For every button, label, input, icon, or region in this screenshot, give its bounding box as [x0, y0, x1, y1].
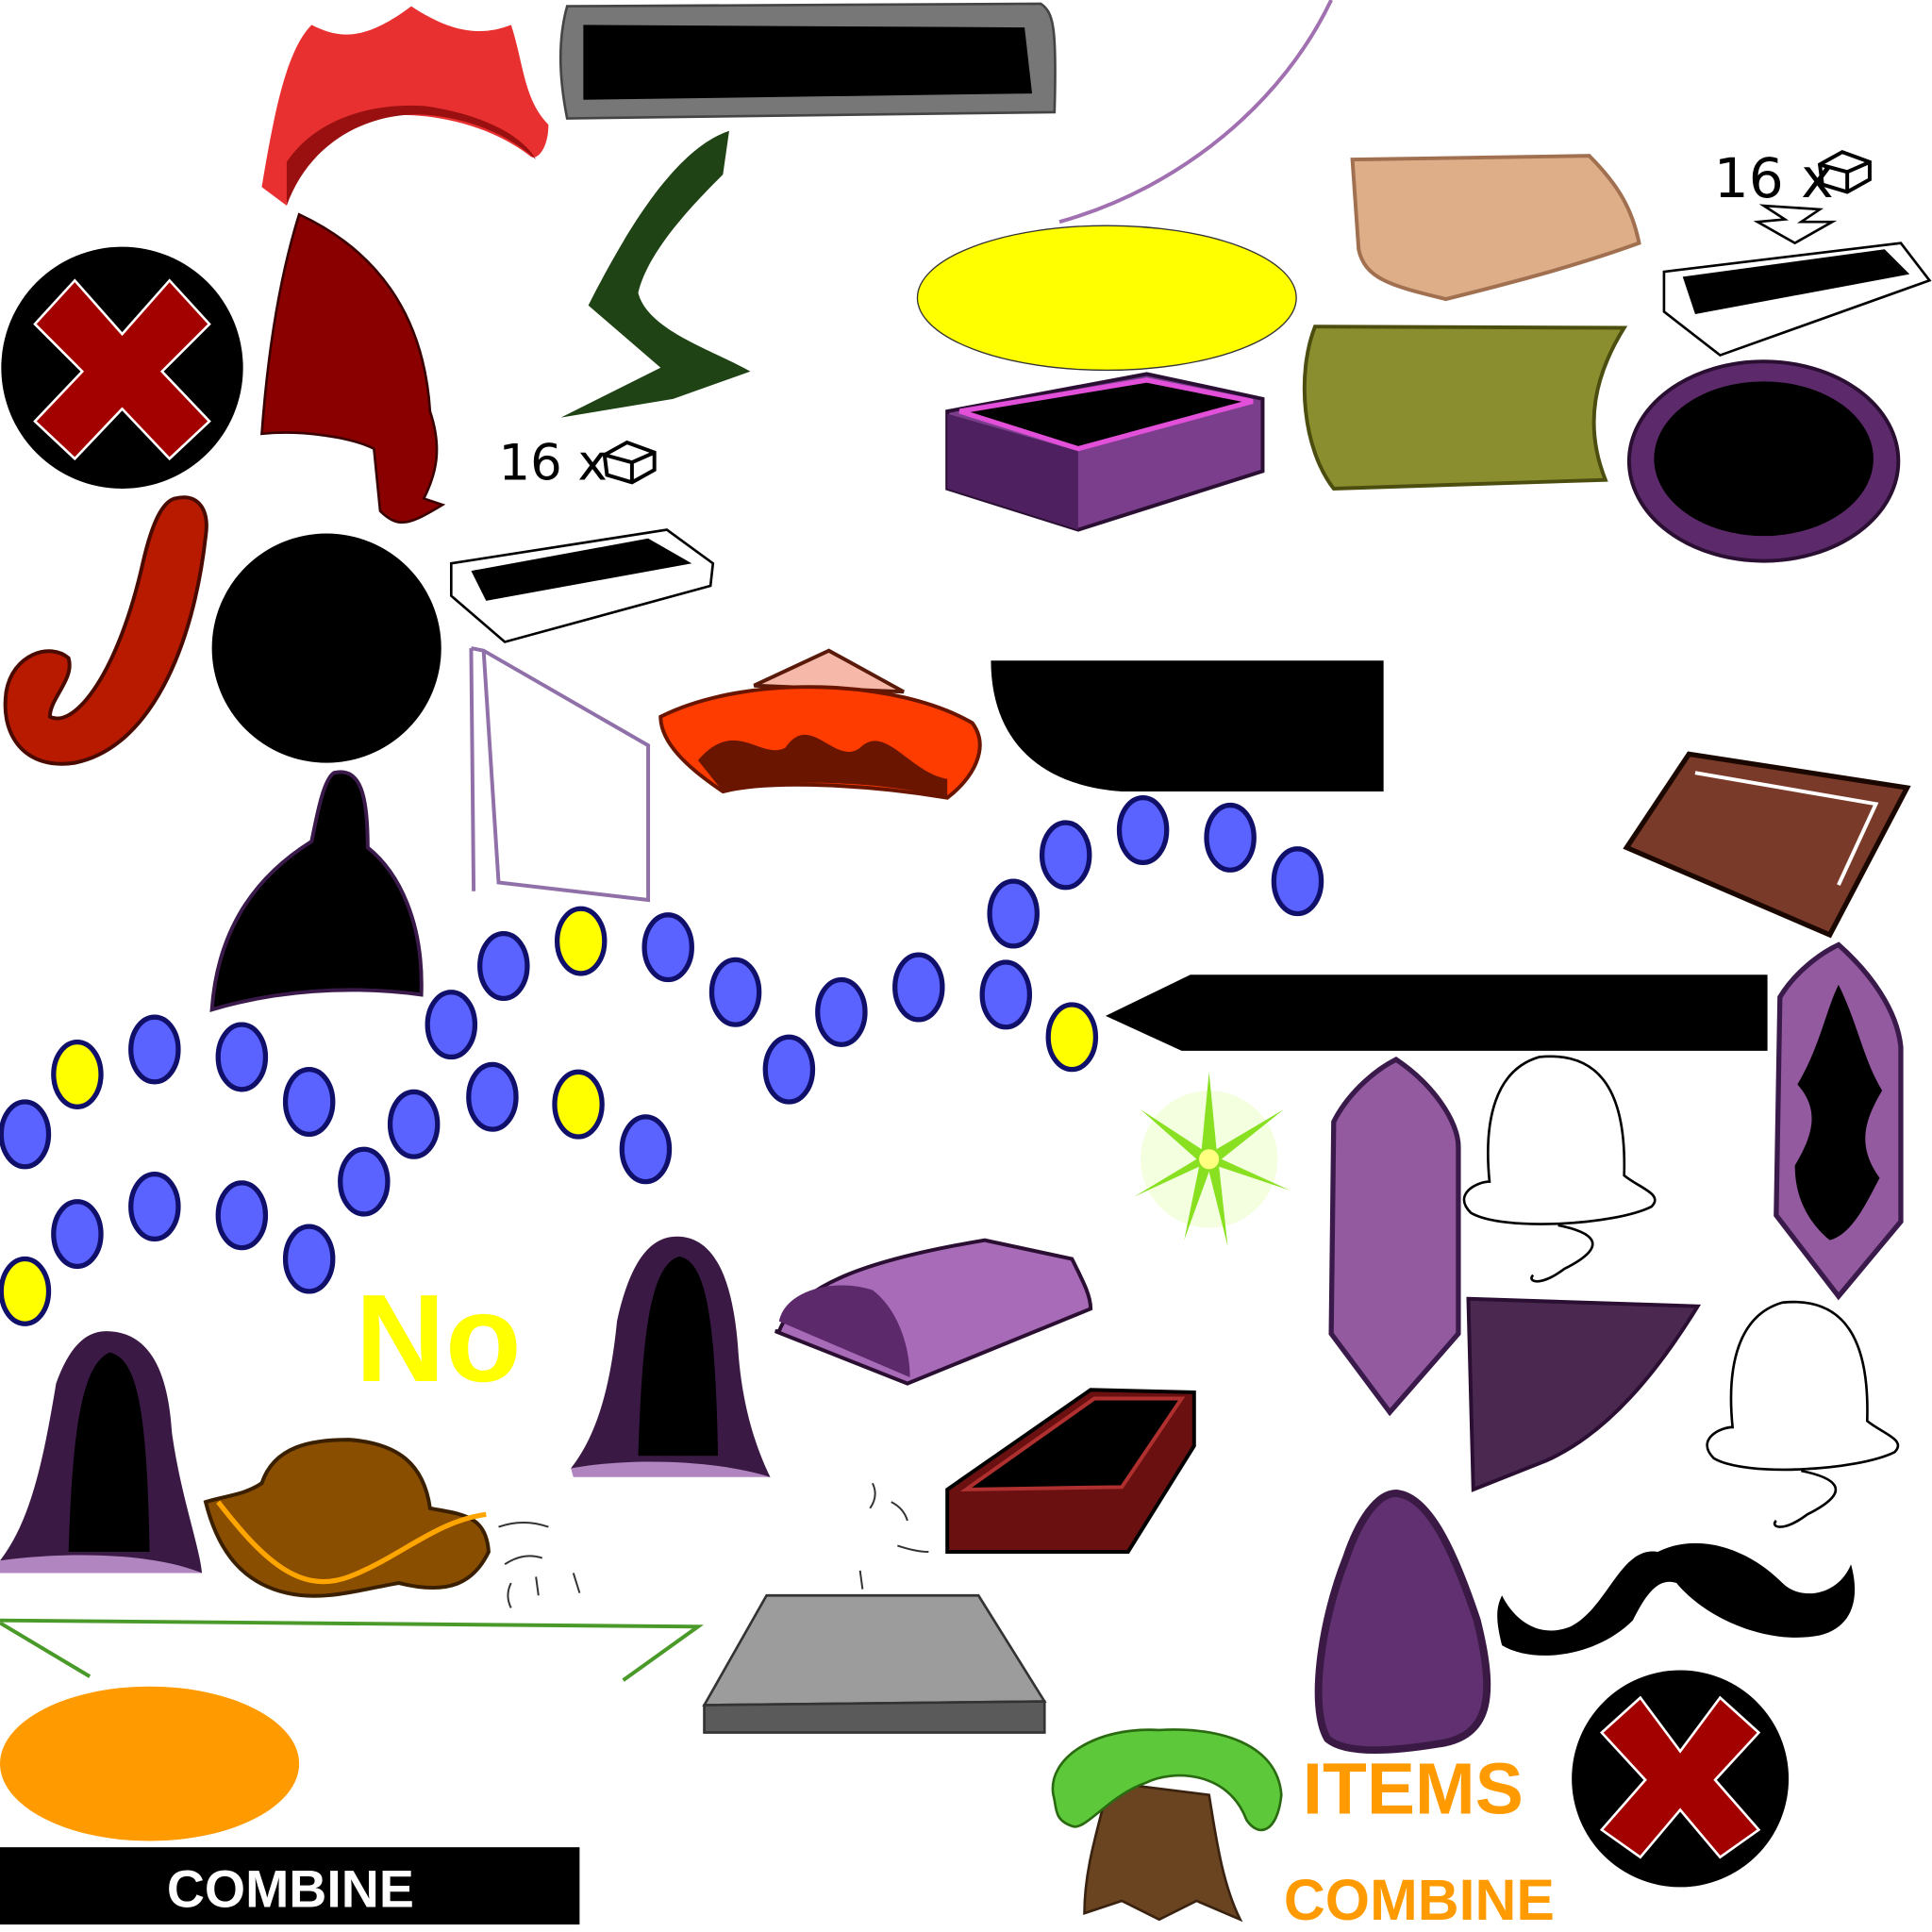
green-line-sprite [0, 1618, 705, 1682]
count-label-top: 16 x [1714, 146, 1834, 210]
green-squiggle-sprite [560, 130, 751, 418]
mustache-icon [1497, 1542, 1856, 1656]
tan-scroll-sprite [1350, 154, 1641, 302]
blue-dot [641, 912, 694, 983]
combine-bar-label: COMBINE [167, 1860, 414, 1919]
purple-pillow-sprite [774, 1238, 1093, 1386]
tree-icon [1051, 1728, 1283, 1923]
bowler-hat-icon [1462, 1055, 1657, 1283]
sparkle-icon [1134, 1072, 1291, 1247]
blue-dot [128, 1014, 181, 1085]
blue-dot [215, 1180, 269, 1251]
motion-lines [498, 1482, 929, 1608]
purple-outline-frame [469, 646, 651, 903]
close-x-icon [1, 246, 243, 489]
blue-dot [815, 976, 868, 1047]
orange-ellipse-sprite [0, 1686, 300, 1841]
blue-dot [979, 959, 1033, 1030]
black-hood-sprite [209, 770, 424, 1012]
yellow-dot [554, 906, 608, 976]
dark-red-box-sprite [945, 1388, 1196, 1554]
blue-dot [387, 1089, 441, 1159]
blue-dot [0, 1099, 52, 1170]
blue-dot [466, 1061, 519, 1132]
black-circle-sprite [211, 533, 441, 763]
blue-dot [425, 990, 478, 1060]
blue-dot [1271, 846, 1324, 917]
bowler-hat-icon [1706, 1300, 1900, 1528]
blue-dot [282, 1224, 336, 1294]
blue-dot [477, 931, 530, 1001]
blue-dot [51, 1199, 104, 1270]
blue-dot [282, 1067, 336, 1138]
blue-dot [708, 957, 762, 1027]
blue-dot [128, 1172, 181, 1242]
black-arrow-banner-sprite [1105, 974, 1768, 1051]
blue-dot [892, 952, 945, 1023]
combine-bar [0, 1847, 580, 1925]
olive-banner-sprite [1302, 325, 1628, 491]
black-banner-sprite [991, 660, 1384, 792]
cube-icon [1817, 150, 1872, 194]
no-label: No [356, 1268, 522, 1407]
brown-panel-sprite [1623, 751, 1911, 939]
grey-frame-bar-sprite [558, 2, 1057, 120]
grey-slab-sprite [702, 1593, 1047, 1734]
red-crown-sprite [261, 6, 549, 207]
close-x-icon [1572, 1670, 1790, 1888]
yellow-ellipse-sprite [916, 225, 1297, 372]
items-label: ITEMS [1303, 1749, 1524, 1829]
cube-icon [602, 440, 657, 485]
blue-dot [1116, 794, 1170, 865]
white-tray-sprite-mid [449, 528, 715, 643]
purple-box-sprite [945, 372, 1265, 532]
red-hat-sprite [658, 648, 982, 800]
white-tray-sprite-top [1662, 242, 1932, 358]
purple-ring-frame-sprite [1626, 359, 1901, 563]
yellow-dot [0, 1256, 52, 1326]
purple-gem-sprite [1328, 1057, 1461, 1417]
blue-dot [619, 1114, 673, 1185]
combine-orange-label: COMBINE [1284, 1868, 1555, 1932]
blue-dot [338, 1146, 391, 1217]
purple-tooth-sprite [1314, 1489, 1491, 1755]
yellow-dot [552, 1069, 605, 1140]
blue-dot [1039, 820, 1092, 891]
blue-dot [987, 878, 1040, 949]
purple-line [1058, 0, 1333, 225]
dark-purple-cape-sprite [1466, 1296, 1702, 1492]
hood-sprite-right [571, 1236, 771, 1477]
count-label-mid: 16 x [499, 435, 608, 492]
blue-dot [762, 1034, 816, 1105]
dot-trail [0, 794, 1324, 1326]
blue-dot [1204, 802, 1257, 873]
arrow-down-icon [1753, 204, 1838, 245]
hood-sprite-left [0, 1331, 203, 1574]
orange-cowboy-hat-sprite [203, 1438, 491, 1598]
yellow-dot [1045, 1002, 1099, 1073]
blue-dot [215, 1022, 269, 1092]
purple-hollow-gem-sprite [1774, 941, 1904, 1301]
yellow-dot [51, 1039, 104, 1109]
red-cane-sprite [3, 495, 208, 766]
red-hood-sprite [260, 212, 446, 524]
